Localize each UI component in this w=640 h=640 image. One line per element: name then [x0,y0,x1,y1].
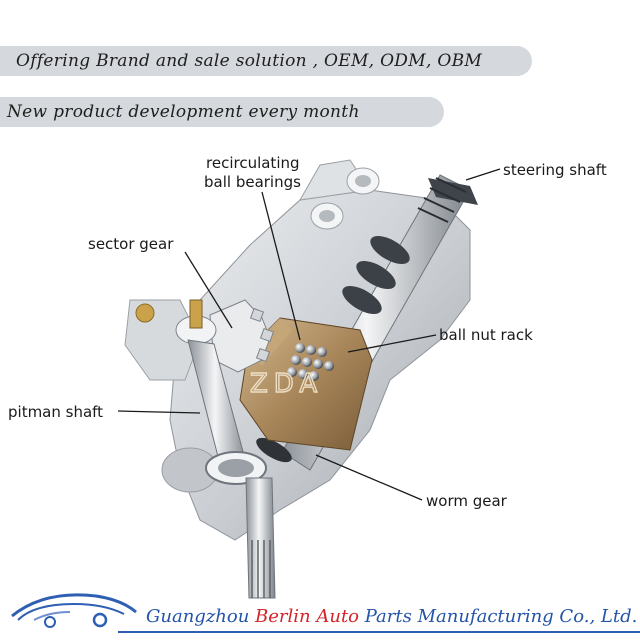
label-ball-bearings: ball bearings [204,173,301,191]
banner-new-product: New product development every month [0,97,444,127]
banner-new-product-text: New product development every month [7,102,360,122]
watermark-text: ZDA [250,369,323,399]
company-prefix: Guangzhou [146,606,255,627]
label-worm-gear: worm gear [426,492,508,510]
label-ball-nut-rack: ball nut rack [439,326,533,344]
label-recirculating: recirculating [206,154,300,172]
label-sector-gear: sector gear [88,235,174,253]
company-name: Guangzhou Berlin Auto Parts Manufacturin… [146,606,637,627]
car-logo-icon [4,582,144,630]
banner-oem: Offering Brand and sale solution , OEM, … [0,46,532,76]
label-pitman-shaft: pitman shaft [8,403,103,421]
company-brand: Berlin Auto [255,606,359,627]
company-suffix: Parts Manufacturing Co., Ltd. [359,606,637,627]
steering-gearbox-illustration: ZDA recirculating ball [0,140,640,600]
banner-oem-text: Offering Brand and sale solution , OEM, … [16,51,482,71]
label-steering-shaft: steering shaft [503,161,607,179]
footer-underline [118,631,640,633]
